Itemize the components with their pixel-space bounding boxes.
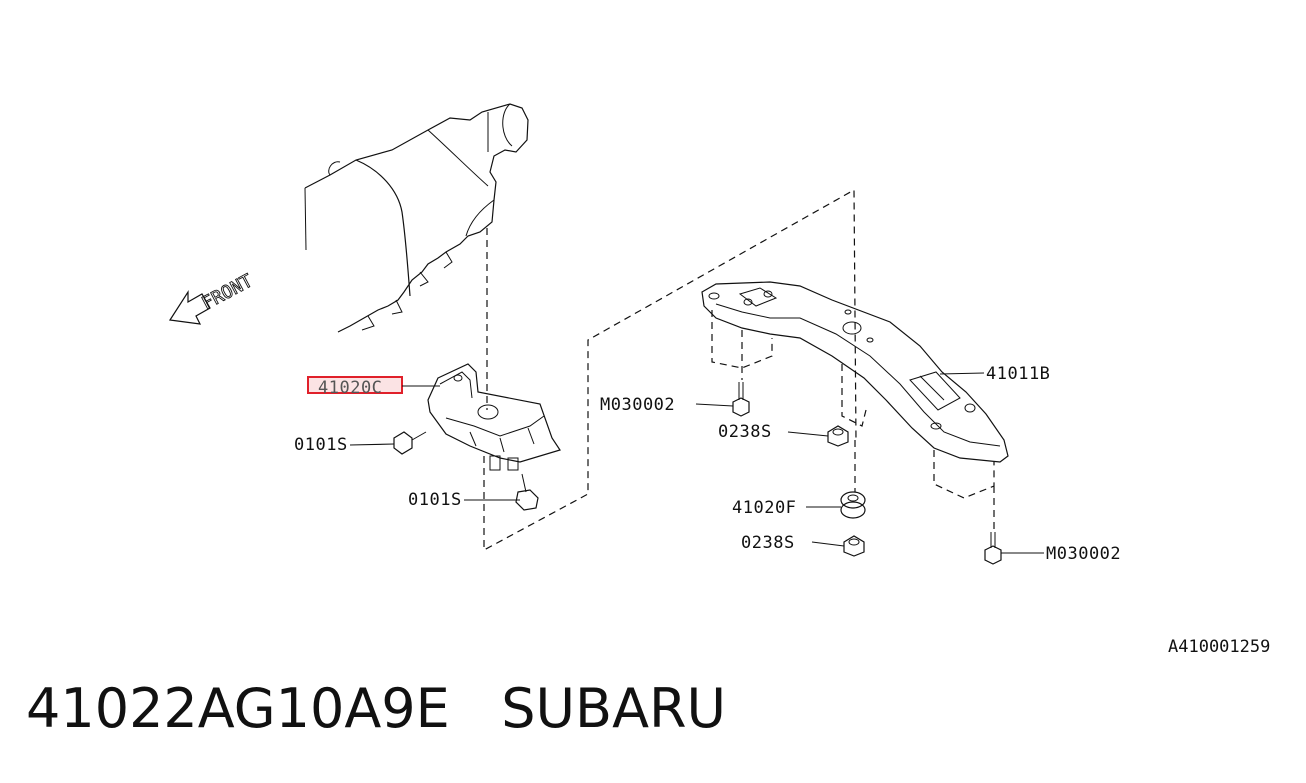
diagram-reference: A410001259 <box>1168 637 1270 657</box>
front-arrow-icon <box>168 289 211 325</box>
transmission-bracket-drawing <box>427 363 561 471</box>
bolt-crossmember-right-icon <box>984 532 1002 565</box>
nut-upper-icon <box>827 425 849 447</box>
callout-m030002-left-leader <box>695 403 734 407</box>
callout-0101s-upper[interactable]: 0101S <box>294 435 348 455</box>
callout-m030002-left[interactable]: M030002 <box>600 395 675 415</box>
bolt-left-upper-icon <box>393 431 427 455</box>
callout-41011b[interactable]: 41011B <box>986 364 1050 384</box>
callout-highlight-box[interactable] <box>307 376 403 394</box>
transmission-drawing <box>304 103 529 333</box>
crossmember-drawing <box>701 281 1009 463</box>
callout-0238s-lower[interactable]: 0238S <box>741 533 795 553</box>
assembly-guide-frame <box>483 188 857 552</box>
callout-0101s-upper-leader <box>349 443 395 446</box>
callout-41011b-leader <box>939 372 985 375</box>
brand-name: SUBARU <box>501 677 727 740</box>
callout-0238s-upper[interactable]: 0238S <box>718 422 772 442</box>
cushion-icon <box>840 491 866 519</box>
crossmember-left-guide <box>711 310 773 380</box>
callout-0101s-lower[interactable]: 0101S <box>408 490 462 510</box>
crossmember-mid-guide <box>841 364 867 427</box>
callout-41020f[interactable]: 41020F <box>732 498 796 518</box>
callout-m030002-right[interactable]: M030002 <box>1046 544 1121 564</box>
nut-lower-icon <box>843 535 865 557</box>
callout-0238s-lower-leader <box>811 541 845 547</box>
crossmember-right-guide <box>933 450 995 530</box>
callout-0238s-upper-leader <box>787 431 829 437</box>
front-direction-label: FRONT <box>198 270 256 314</box>
bolt-left-lower-icon <box>515 473 539 511</box>
part-caption: 41022AG10A9E SUBARU <box>26 682 726 736</box>
bolt-crossmember-left-icon <box>732 382 750 417</box>
callout-41020c[interactable]: 41020C <box>318 378 382 398</box>
part-number: 41022AG10A9E <box>26 677 450 740</box>
